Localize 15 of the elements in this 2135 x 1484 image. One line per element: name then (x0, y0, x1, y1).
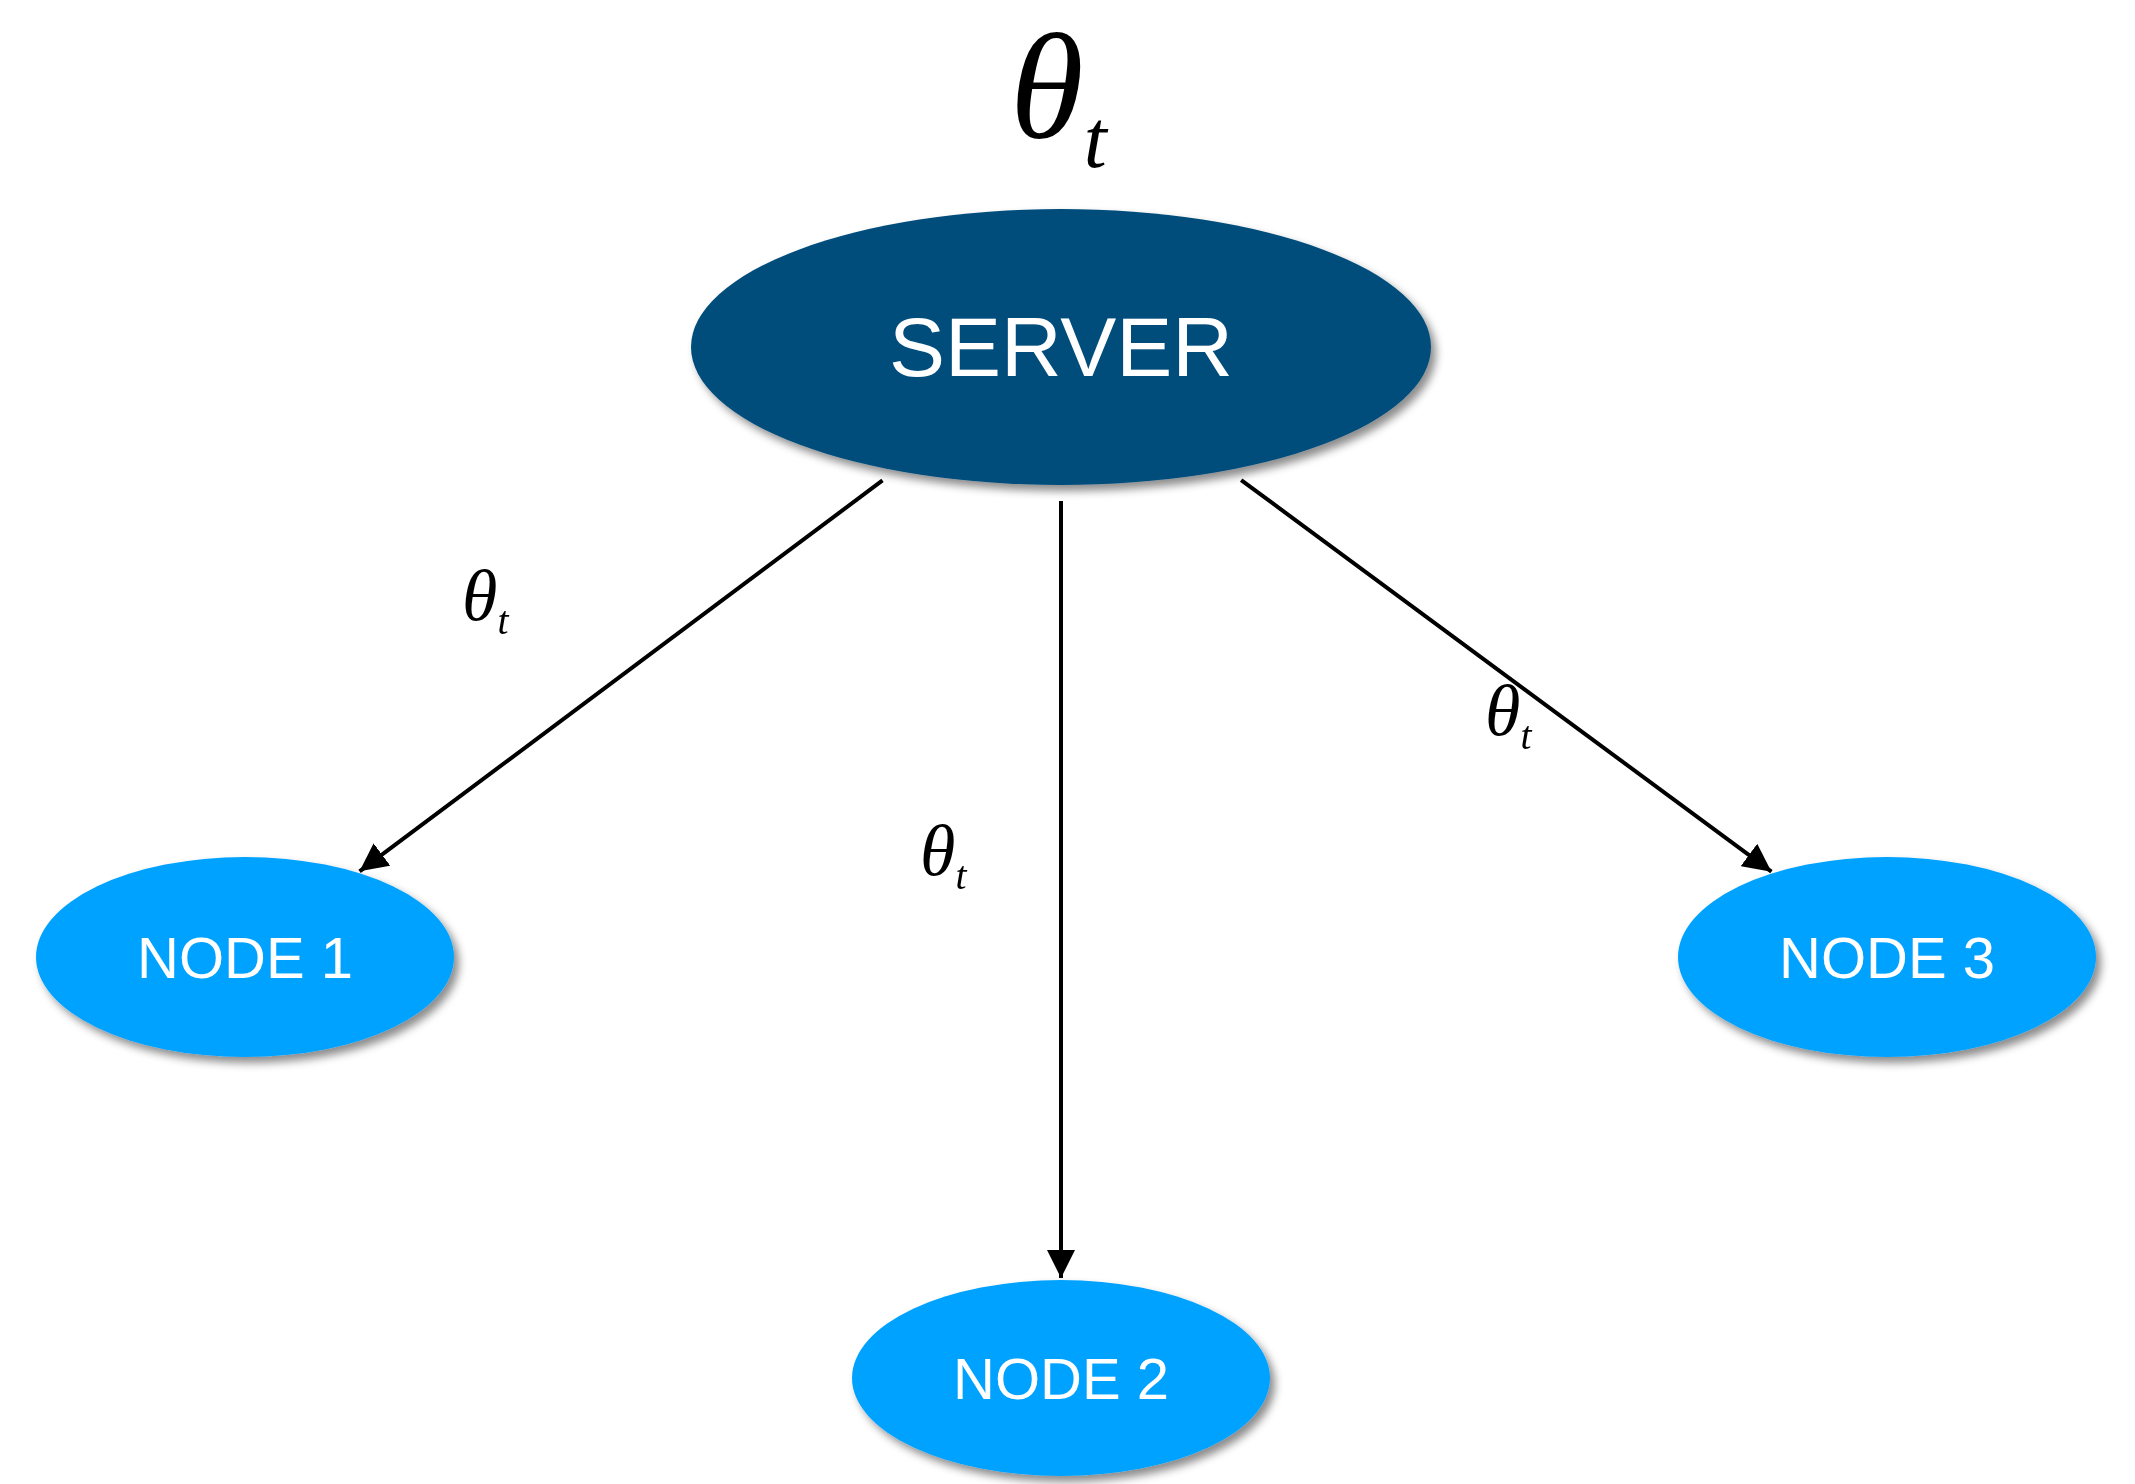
arrow (1047, 501, 1075, 1278)
node-label: NODE 2 (953, 1344, 1169, 1412)
edge-label: θ$_{t}$ (1485, 675, 1532, 757)
ellipse-node (34, 855, 456, 1059)
arrow (358, 478, 884, 873)
arrow (1240, 478, 1773, 874)
parameter-label: θ$_{t}$ (1010, 12, 1107, 181)
edge-label: θ$_{t}$ (462, 560, 509, 642)
edge-label: θ$_{t}$ (920, 815, 967, 897)
ellipse-node (850, 1278, 1272, 1478)
node-label: NODE 3 (1779, 923, 1995, 991)
node-label: NODE 1 (137, 923, 353, 991)
ellipse-node (1676, 855, 2098, 1059)
ellipse-node (689, 207, 1433, 487)
node-label: SERVER (889, 298, 1233, 396)
